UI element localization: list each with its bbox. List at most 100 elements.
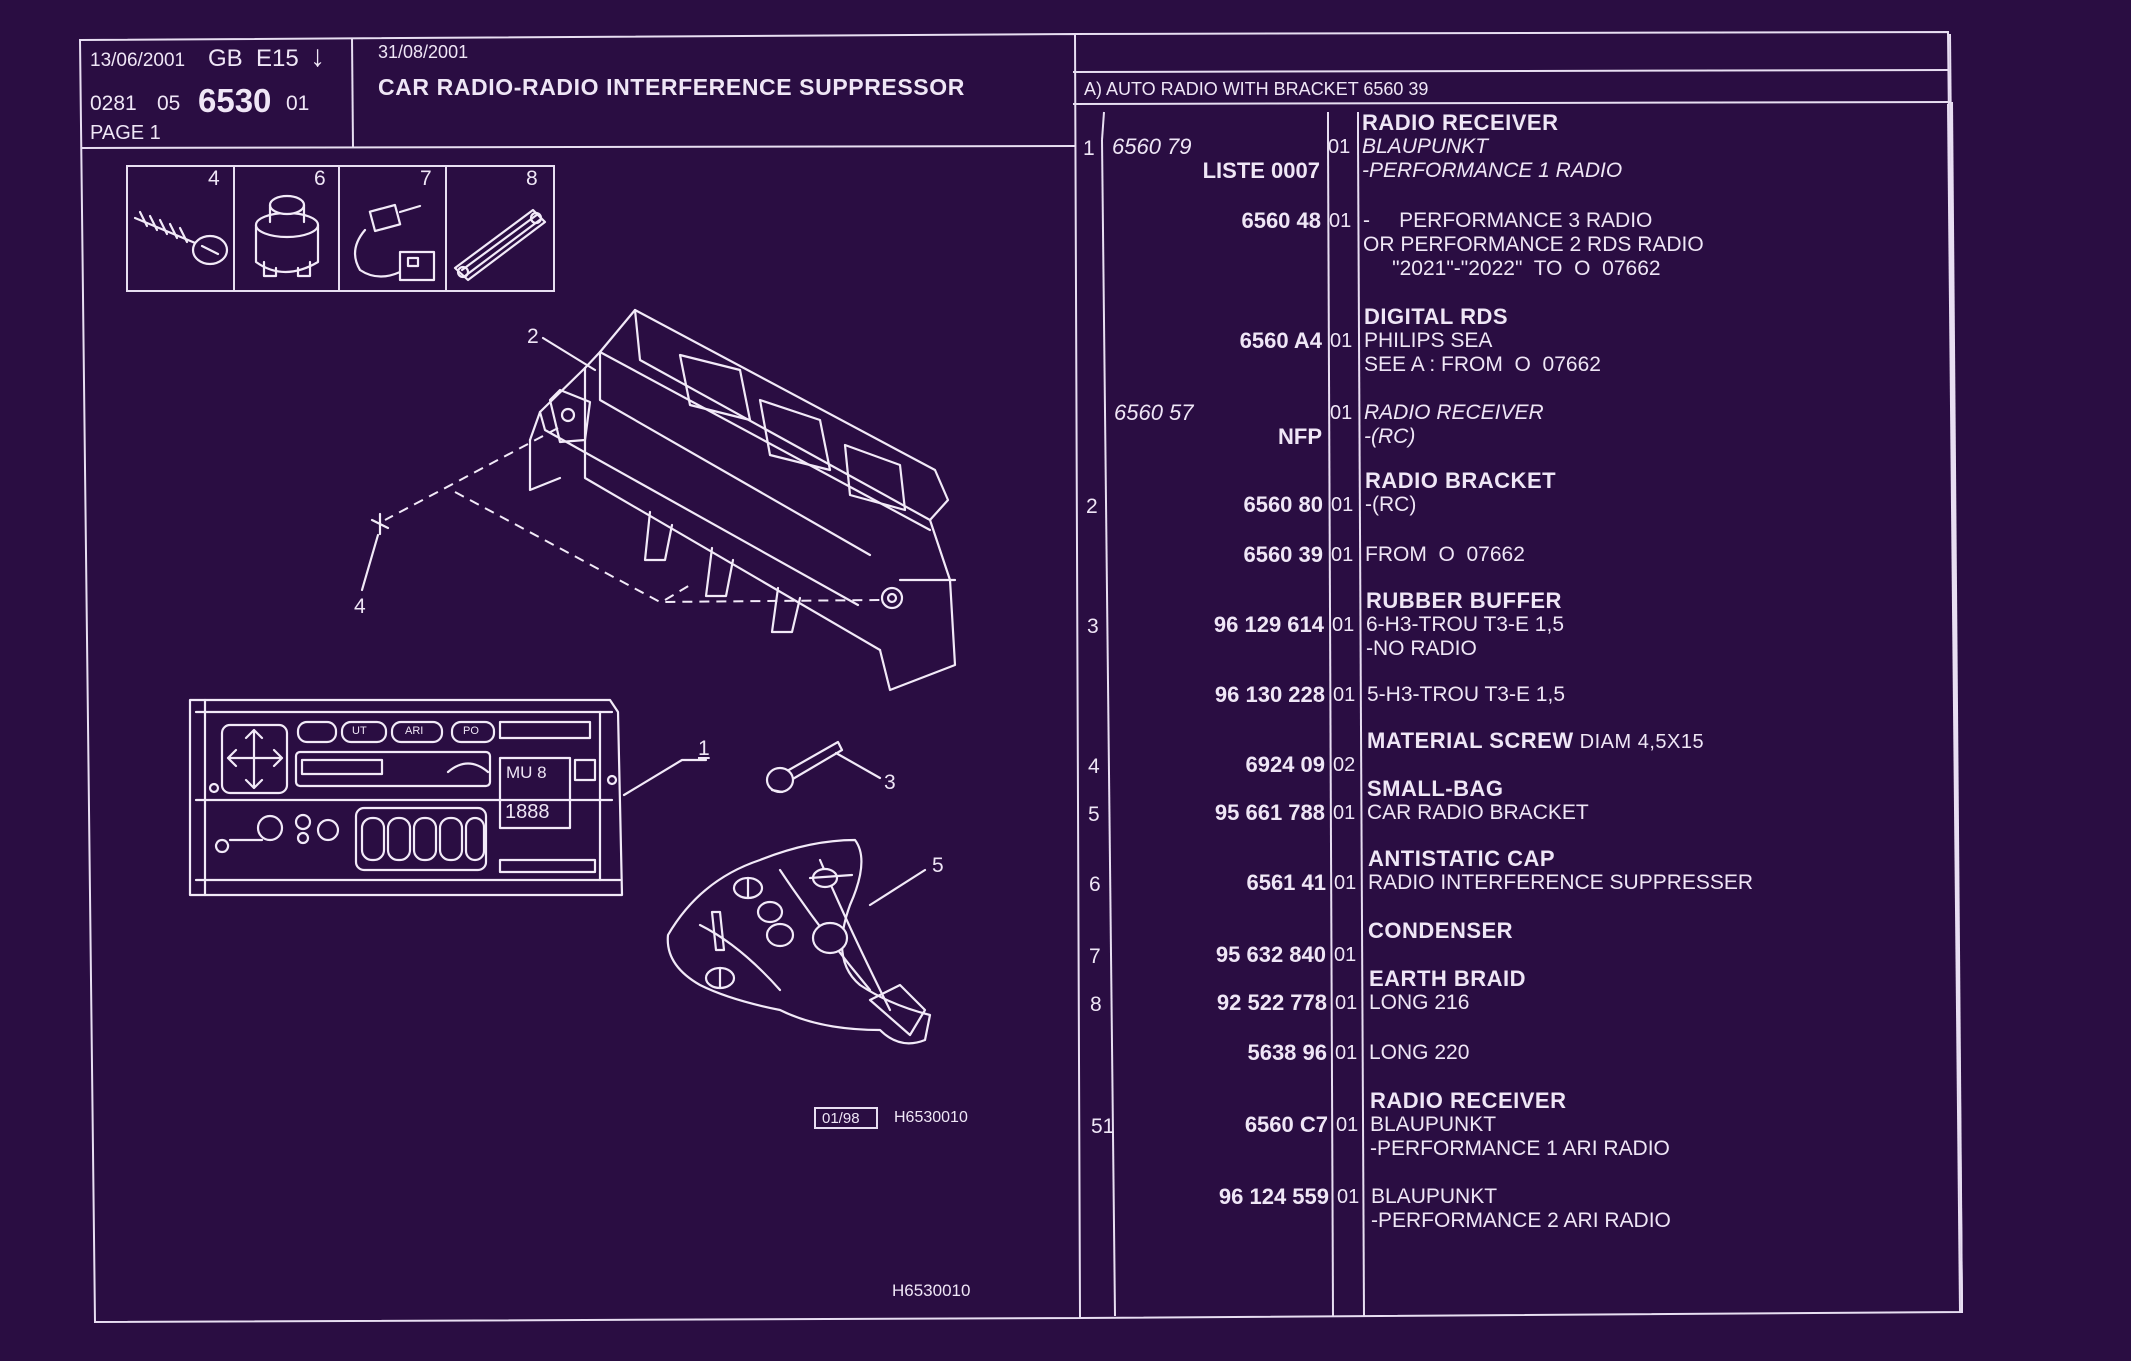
diagram-footer-code: H6530010 — [892, 1281, 971, 1300]
condenser-icon — [353, 203, 436, 282]
earth-braid-icon — [453, 208, 547, 282]
item-number: 2 — [1086, 495, 1098, 518]
version-code: 01 — [1329, 210, 1352, 232]
part-sub-reference: LISTE 0007 — [1202, 158, 1320, 183]
section-title: A) AUTO RADIO WITH BRACKET 6560 39 — [1084, 79, 1429, 99]
part-reference: 6560 C7 — [1244, 1112, 1328, 1137]
stamp-box — [814, 1107, 878, 1129]
part-heading: ANTISTATIC CAP — [1368, 846, 1556, 871]
part-reference: 6560 48 — [1241, 208, 1321, 233]
date-updated: 31/08/2001 — [378, 42, 469, 62]
item-number: 4 — [1088, 755, 1100, 778]
callout-2: 2 — [527, 325, 539, 348]
item-number: 5 — [1088, 803, 1100, 826]
version-code: 01 — [1337, 1186, 1360, 1208]
part-heading: RADIO RECEIVER — [1370, 1088, 1567, 1113]
small-bag-drawing — [666, 838, 932, 1045]
ref-suffix: 01 — [286, 92, 310, 115]
part-description: BLAUPUNKT — [1371, 1185, 1498, 1208]
part-heading: RUBBER BUFFER — [1366, 588, 1562, 613]
part-description: 5-H3-TROU T3-E 1,5 — [1367, 683, 1565, 706]
part-reference: 92 522 778 — [1216, 990, 1327, 1015]
radio-button-label: PO — [463, 725, 479, 737]
version-code: 02 — [1333, 754, 1356, 776]
part-description: SEE A : FROM O 07662 — [1364, 353, 1601, 376]
thumb-label: 4 — [208, 167, 220, 190]
part-reference: 96 130 228 — [1214, 682, 1325, 707]
part-description: 6-H3-TROU T3-E 1,5 — [1366, 613, 1564, 636]
part-sub-reference: NFP — [1278, 424, 1322, 449]
version-code: 01 — [1335, 1042, 1358, 1064]
stamp-date: 01/98 — [822, 1110, 860, 1127]
ref-prefix: 0281 — [90, 92, 137, 115]
part-reference: 6560 79 — [1112, 134, 1192, 159]
language-code: GB — [208, 45, 243, 72]
part-heading: RADIO RECEIVER — [1362, 110, 1559, 135]
part-description: -PERFORMANCE 2 ARI RADIO — [1371, 1209, 1671, 1232]
edition-code: E15 — [256, 45, 299, 72]
part-description: -PERFORMANCE 1 RADIO — [1362, 159, 1623, 182]
part-reference: 96 124 559 — [1218, 1184, 1329, 1209]
callout-3: 3 — [884, 771, 896, 794]
item-number: 51 — [1091, 1115, 1115, 1138]
callout-5: 5 — [932, 854, 944, 877]
version-code: 01 — [1333, 684, 1356, 706]
radio-display-digits: 1888 — [505, 801, 550, 823]
part-reference: 6560 80 — [1243, 492, 1323, 517]
part-description: PHILIPS SEA — [1364, 329, 1493, 352]
radio-button-label: ARI — [405, 725, 424, 737]
radio-unit-drawing — [188, 698, 624, 897]
part-description: RADIO INTERFERENCE SUPPRESSER — [1368, 871, 1754, 894]
part-reference: 95 632 840 — [1215, 942, 1326, 967]
part-reference: 5638 96 — [1247, 1040, 1327, 1065]
part-description: CAR RADIO BRACKET — [1367, 801, 1589, 824]
item-number: 8 — [1090, 993, 1102, 1016]
part-heading-suffix: DIAM 4,5X15 — [1573, 731, 1705, 753]
callout-1: 1 — [698, 737, 710, 760]
part-heading: CONDENSER — [1368, 918, 1514, 943]
rubber-buffer-drawing — [765, 740, 844, 794]
part-reference: 96 129 614 — [1213, 612, 1324, 637]
part-heading: EARTH BRAID — [1369, 966, 1527, 991]
item-number: 7 — [1089, 945, 1101, 968]
item-number: 6 — [1089, 873, 1101, 896]
part-heading: RADIO BRACKET — [1365, 468, 1557, 493]
version-code: 01 — [1334, 944, 1357, 966]
item-number: 1 — [1083, 137, 1095, 160]
version-code: 01 — [1331, 544, 1354, 566]
part-description: LONG 216 — [1369, 991, 1470, 1014]
part-description: -NO RADIO — [1366, 637, 1477, 660]
cap-icon — [254, 194, 320, 278]
item-number: 3 — [1087, 615, 1099, 638]
down-arrow-icon: ↓ — [310, 40, 325, 73]
part-description: BLAUPUNKT — [1370, 1113, 1497, 1136]
date-issued: 13/06/2001 — [90, 50, 186, 71]
part-reference: 6560 39 — [1243, 542, 1323, 567]
page-number: PAGE 1 — [90, 122, 161, 144]
version-code: 01 — [1330, 402, 1353, 424]
screw-icon — [133, 210, 229, 266]
part-description: FROM O 07662 — [1365, 543, 1525, 566]
part-heading: SMALL-BAG — [1367, 776, 1504, 801]
version-code: 01 — [1334, 872, 1357, 894]
stamp-code: H6530010 — [894, 1109, 968, 1126]
radio-button-label: UT — [352, 725, 367, 737]
version-code: 01 — [1336, 1114, 1359, 1136]
part-heading: MATERIAL SCREW DIAM 4,5X15 — [1367, 728, 1705, 753]
part-reference: 6924 09 — [1245, 752, 1325, 777]
part-reference: 6560 A4 — [1239, 328, 1322, 353]
radio-bracket-drawing — [528, 308, 957, 692]
part-description: -PERFORMANCE 1 ARI RADIO — [1370, 1137, 1670, 1160]
part-description: BLAUPUNKT — [1362, 135, 1489, 158]
page-title: CAR RADIO-RADIO INTERFERENCE SUPPRESSOR — [378, 74, 965, 100]
part-description: -(RC) — [1365, 493, 1417, 516]
ref-main: 6530 — [198, 82, 272, 119]
part-description: -(RC) — [1364, 425, 1416, 448]
thumb-label: 6 — [314, 167, 326, 190]
part-description: - PERFORMANCE 3 RADIO — [1363, 209, 1653, 232]
thumb-label: 7 — [420, 167, 432, 190]
part-description: LONG 220 — [1369, 1041, 1470, 1064]
